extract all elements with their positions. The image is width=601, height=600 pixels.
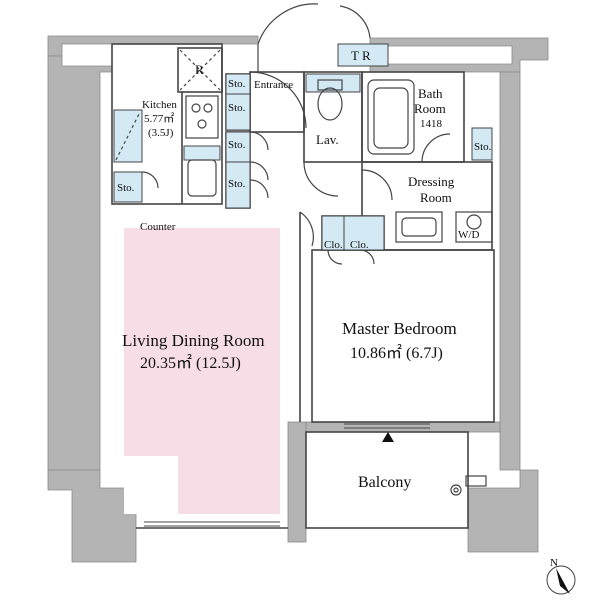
living-dining-room-label: Living Dining Room	[122, 331, 265, 350]
sto-label-5: Sto.	[117, 182, 135, 194]
bedroom-door-swing	[299, 211, 314, 247]
windows	[144, 423, 468, 529]
clo-label-2: Clo.	[350, 239, 369, 251]
entrance-blue-band	[305, 73, 361, 93]
balcony-wall-left	[287, 421, 307, 543]
entrance-label: Entrance	[254, 79, 293, 91]
north-compass	[546, 565, 576, 595]
closet-door-swing-1	[327, 249, 343, 265]
fixtures	[115, 49, 493, 496]
master-bedroom-label: Master Bedroom	[342, 319, 457, 338]
washer	[455, 211, 493, 243]
living-dining-room-notch	[124, 456, 178, 514]
entrance-arrow-icon	[382, 432, 394, 442]
kitchen-sink	[187, 159, 217, 197]
kitchen-jo-label: (3.5J)	[148, 127, 174, 139]
toilet-tank	[317, 79, 343, 91]
bottom-right-pillar	[467, 469, 539, 553]
sto-box-2	[225, 93, 251, 131]
kitchen-sink-band	[183, 145, 221, 161]
clo-box-2	[343, 215, 385, 251]
sto-label-1: Sto.	[228, 78, 246, 90]
kitchen-name-label: Kitchen	[142, 99, 177, 111]
washbasin-bowl	[401, 217, 437, 237]
bath-room	[361, 71, 465, 163]
lav-label: Lav.	[316, 132, 339, 147]
doors	[141, 3, 451, 265]
closet-door-swing-2	[359, 249, 375, 265]
kitchen-r-box	[177, 47, 223, 93]
top-right-wall	[369, 37, 549, 73]
kitchen-block	[111, 43, 223, 205]
sto-label-3: Sto.	[228, 139, 246, 151]
sto-label-2: Sto.	[228, 102, 246, 114]
burner-1	[191, 103, 201, 113]
entry-hall-door-swing	[249, 71, 307, 129]
sto-label-6: Sto.	[474, 141, 492, 153]
balcony-drain-inner	[453, 487, 459, 493]
r-label: R	[195, 62, 204, 77]
master-bedroom-area: 10.86㎡ (6.7J)	[350, 344, 443, 362]
bathtub	[367, 79, 415, 155]
right-wall	[499, 71, 521, 471]
clo-label-1: Clo.	[324, 239, 343, 251]
storage-door-swing-1	[249, 131, 269, 151]
top-wall	[47, 35, 259, 57]
entrance-door2-swing	[339, 5, 371, 39]
storage-door-swing-2	[249, 161, 269, 181]
entrance-door-swing	[257, 3, 319, 45]
blue-fixtures	[113, 43, 493, 251]
sto-label-4: Sto.	[228, 178, 246, 190]
kitchen-dashed-diag	[115, 111, 141, 161]
sto-box-4	[225, 161, 251, 209]
wd-label: W/D	[458, 229, 479, 241]
bath-label-1: Bath	[418, 86, 443, 101]
dressing-label-1: Dressing	[408, 174, 455, 189]
tr-box	[337, 43, 389, 67]
burner-2	[203, 103, 213, 113]
balcony-ac-unit	[465, 475, 487, 487]
outer-walls	[47, 35, 549, 563]
counter-label: Counter	[140, 221, 176, 233]
compass-circle	[546, 565, 576, 595]
kitchen-sto-door-swing	[141, 171, 159, 189]
dressing-door-swing	[361, 169, 393, 201]
kitchen-area-label: 5.77㎡	[144, 112, 174, 125]
toilet	[317, 87, 343, 121]
sto-box-3	[225, 131, 251, 163]
bath-label-2: Room	[414, 101, 446, 116]
lav-door-swing	[303, 161, 339, 197]
dressing-label-2: Room	[420, 190, 452, 205]
compass-needle-icon	[556, 568, 570, 594]
bath-door-swing	[421, 133, 451, 163]
living-dining-room-area: 20.35㎡ (12.5J)	[140, 354, 241, 372]
tr-label: T R	[351, 48, 371, 63]
burner-3	[197, 119, 207, 129]
sto-box-5	[113, 171, 143, 203]
balcony-drain	[450, 484, 462, 496]
washbasin-counter	[395, 211, 443, 243]
balcony-label: Balcony	[358, 474, 411, 491]
bathtub-inner	[373, 87, 409, 149]
sto-box-6	[471, 127, 493, 161]
bath-size-label: 1418	[420, 118, 443, 130]
bottom-left-pillar	[47, 469, 137, 563]
north-label: N	[550, 557, 558, 569]
washer-drum	[466, 214, 482, 230]
master-bedroom-room	[311, 249, 495, 423]
left-wall	[47, 55, 113, 471]
storage-door-swing-3	[249, 179, 269, 199]
stove	[185, 95, 219, 139]
